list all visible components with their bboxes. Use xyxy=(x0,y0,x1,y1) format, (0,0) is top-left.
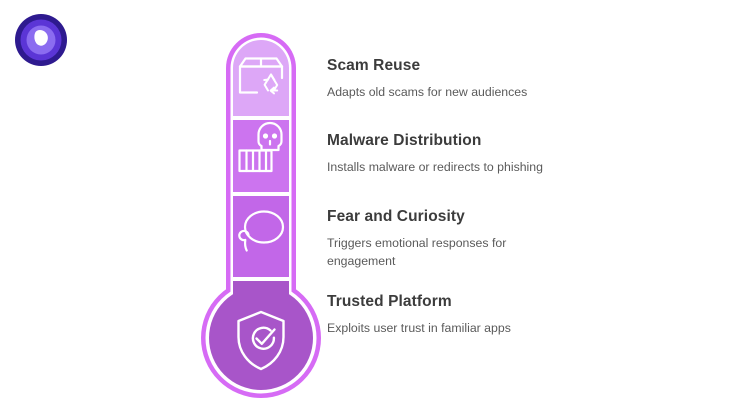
shield-check-icon xyxy=(237,310,285,371)
tactics-list: Scam Reuse Adapts old scams for new audi… xyxy=(327,0,727,420)
item-description: Installs malware or redirects to phishin… xyxy=(327,159,543,174)
play-shield-logo-icon xyxy=(15,14,67,66)
item-description: Exploits user trust in familiar apps xyxy=(327,320,511,335)
item-description: Adapts old scams for new audiences xyxy=(327,84,528,99)
list-item-trusted-platform: Trusted Platform Exploits user trust in … xyxy=(327,293,717,338)
thermometer-svg xyxy=(201,33,321,398)
list-item-scam-reuse: Scam Reuse Adapts old scams for new audi… xyxy=(327,57,717,102)
item-title: Scam Reuse xyxy=(327,57,421,74)
thermometer-segment-1 xyxy=(233,40,289,116)
item-title: Fear and Curiosity xyxy=(327,208,465,225)
package-recycle-icon xyxy=(238,57,284,95)
thermometer-segment-4 xyxy=(233,281,289,322)
thermometer-graphic xyxy=(188,22,334,400)
skull-ribcage-icon xyxy=(238,121,283,173)
list-item-fear-and-curiosity: Fear and Curiosity Triggers emotional re… xyxy=(327,208,717,270)
app-logo[interactable] xyxy=(13,12,69,68)
item-title: Malware Distribution xyxy=(327,132,482,149)
thermometer-segments xyxy=(233,40,289,322)
item-description: Triggers emotional responses for engagem… xyxy=(327,235,507,268)
list-item-malware-distribution: Malware Distribution Installs malware or… xyxy=(327,132,717,177)
thermometer-segment-3 xyxy=(233,196,289,277)
item-title: Trusted Platform xyxy=(327,293,452,310)
thermometer-segment-2 xyxy=(233,120,289,192)
speech-bubble-icon xyxy=(238,210,285,252)
